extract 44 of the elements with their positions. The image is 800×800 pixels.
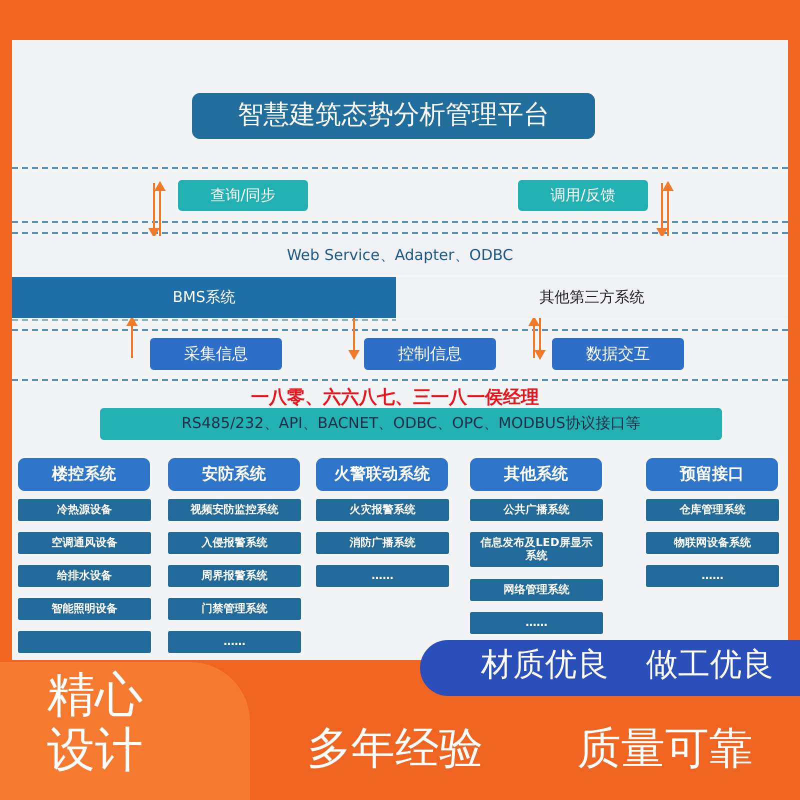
tag-label: 查询/同步 — [178, 180, 308, 211]
contact-note: 一八零、六六八七、三一八一侯经理 — [250, 388, 540, 409]
subsystem-box: 给排水设备 — [18, 565, 151, 587]
title-banner: 智慧建筑态势分析管理平台 — [192, 93, 595, 139]
subsystem-box: 空调通风设备 — [18, 532, 151, 554]
arrow — [349, 317, 359, 360]
subsystem-box: 消防广播系统 — [316, 532, 449, 554]
empty-box — [18, 631, 151, 653]
arrow — [529, 316, 545, 360]
subsystem-box: 火灾报警系统 — [316, 499, 449, 521]
arrow — [149, 180, 165, 238]
subsystem-box: 仓库管理系统 — [646, 499, 779, 521]
subsystem-box: 网络管理系统 — [470, 579, 603, 601]
category-header: 火警联动系统 — [316, 458, 448, 491]
slogan-text: 精心设计 — [46, 668, 144, 778]
category-header: 其他系统 — [470, 458, 602, 491]
subsystem-box: 门禁管理系统 — [168, 598, 301, 620]
subsystem-box: …… — [646, 565, 779, 587]
protocol-bar: RS485/232、API、BACNET、ODBC、OPC、MODBUS协议接口等 — [100, 408, 722, 440]
tag-label: 控制信息 — [364, 338, 496, 370]
system-band: BMS系统 — [12, 277, 396, 318]
subsystem-box: 信息发布及LED屏显示系统 — [470, 532, 603, 567]
subsystem-box: 入侵报警系统 — [168, 532, 301, 554]
category-header: 楼控系统 — [18, 458, 150, 491]
arrow — [127, 316, 137, 359]
slogan-text: 质量可靠 — [576, 724, 754, 775]
category-header: 安防系统 — [168, 458, 300, 491]
slogan-text: 多年经验 — [306, 724, 484, 775]
subsystem-box: 公共广播系统 — [470, 499, 603, 521]
subsystem-box: 物联网设备系统 — [646, 532, 779, 554]
slogan-text: 做工优良 — [645, 646, 775, 683]
tag-label: 调用/反馈 — [518, 180, 648, 211]
tag-label: 数据交互 — [552, 338, 684, 370]
subsystem-box: 周界报警系统 — [168, 565, 301, 587]
subsystem-box: 视频安防监控系统 — [168, 499, 301, 521]
subsystem-box: …… — [316, 565, 449, 587]
subsystem-box: 冷热源设备 — [18, 499, 151, 521]
slogan-text: 材质优良 — [480, 646, 610, 683]
subsystem-box: …… — [168, 631, 301, 653]
arrow — [657, 180, 673, 238]
subsystem-box: 智能照明设备 — [18, 598, 151, 620]
tag-label: 采集信息 — [150, 338, 282, 370]
category-header: 预留接口 — [646, 458, 778, 491]
subsystem-box: …… — [470, 612, 603, 634]
